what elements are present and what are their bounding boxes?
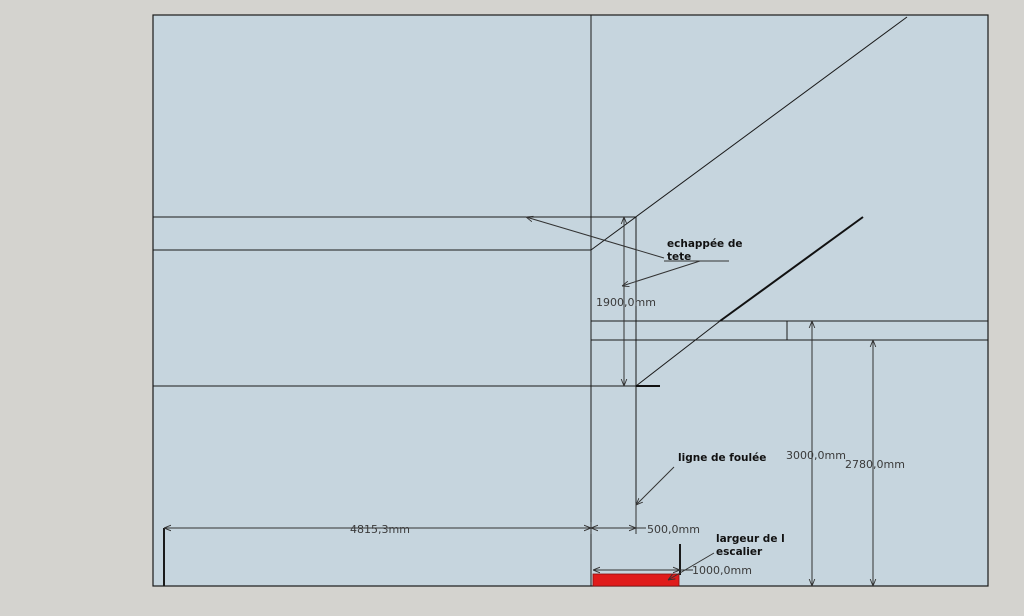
walking-line-offset-dimension-text: 500,0mm [647, 523, 700, 536]
stair-slope-upper [590, 16, 908, 251]
height-upper-dimension-text: 3000,0mm [786, 449, 846, 462]
headroom-label-line2: tete [667, 251, 691, 263]
headroom-leader-upper [526, 217, 665, 259]
headroom-label-line1: echappée de [667, 238, 742, 250]
stair-width-label-line1: largeur de l [716, 533, 785, 545]
drawing-area [152, 14, 989, 587]
stair-slope-lower [635, 320, 721, 387]
stair-width-dimension-text: 1000,0mm [692, 564, 752, 577]
leader-lines [526, 217, 729, 580]
stair-width-highlight [592, 573, 680, 587]
stair-pitch-heavy-line [719, 216, 864, 322]
walking-line-leader [636, 466, 675, 505]
walking-line-label: ligne de foulée [678, 452, 766, 464]
left-width-dimension-text: 4815,3mm [350, 523, 410, 536]
structure-lines [153, 15, 988, 586]
stair-width-label-line2: escalier [716, 546, 763, 558]
stair-width-leader [668, 552, 715, 580]
dimension-lines [164, 217, 873, 586]
height-lower-dimension-text: 2780,0mm [845, 458, 905, 471]
headroom-dimension-text: 1900,0mm [596, 296, 656, 309]
headroom-leader-lower [622, 260, 701, 286]
